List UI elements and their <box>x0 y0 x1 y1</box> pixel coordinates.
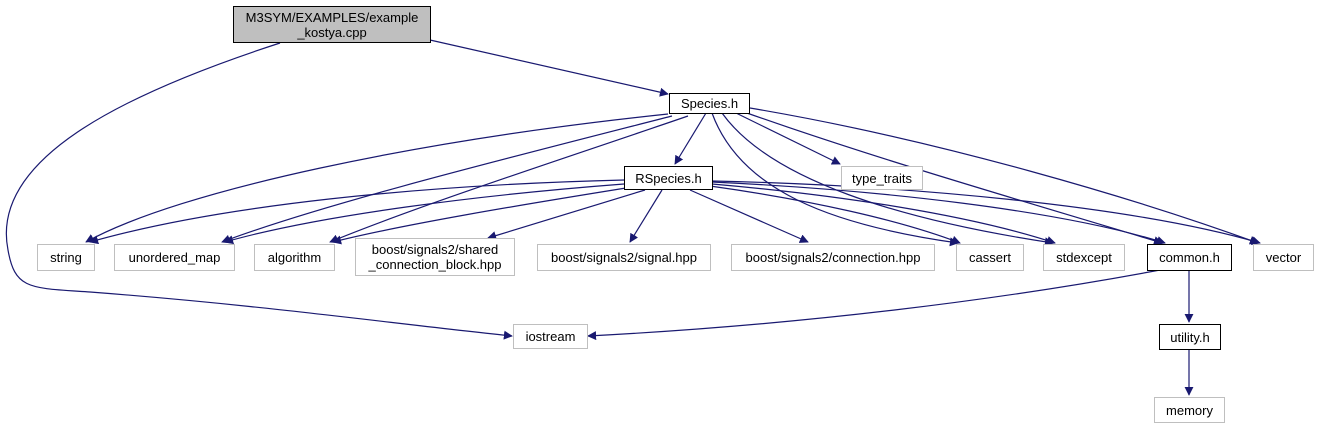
edge-rspecies-signal <box>629 189 663 243</box>
node-algorithm-label: algorithm <box>267 250 322 265</box>
node-utility-label: utility.h <box>1170 329 1210 345</box>
node-rspecies-h[interactable]: RSpecies.h <box>624 166 713 190</box>
edge-species-common <box>743 111 1163 245</box>
edge-rspecies-string <box>89 179 625 245</box>
node-root-line1: M3SYM/EXAMPLES/example <box>245 9 419 25</box>
edge-rspecies-algorithm <box>332 187 627 245</box>
edge-species-vector <box>749 107 1259 245</box>
node-species-label: Species.h <box>680 96 739 111</box>
edge-species-rspecies <box>674 112 707 165</box>
node-connection-hpp: boost/signals2/connection.hpp <box>731 244 935 271</box>
node-common-h[interactable]: common.h <box>1147 244 1232 271</box>
node-unordered-map: unordered_map <box>114 244 235 271</box>
edge-rspecies-cassert <box>709 185 961 245</box>
edge-species-unordered-map <box>221 115 673 244</box>
node-connection-label: boost/signals2/connection.hpp <box>745 250 921 265</box>
edge-species-stdexcept <box>721 112 1054 247</box>
edge-common-iostream <box>587 269 1161 341</box>
node-species-h[interactable]: Species.h <box>669 93 750 114</box>
node-utility-h[interactable]: utility.h <box>1159 324 1221 350</box>
edge-rspecies-vector <box>711 180 1261 246</box>
node-memory-label: memory <box>1166 402 1213 418</box>
node-algorithm: algorithm <box>254 244 335 271</box>
node-unordered-map-label: unordered_map <box>128 250 221 265</box>
node-iostream: iostream <box>513 324 588 349</box>
node-stdexcept: stdexcept <box>1043 244 1125 271</box>
edge-rspecies-stdexcept <box>711 183 1056 245</box>
node-shared-connection-block: boost/signals2/shared _connection_block.… <box>355 238 515 276</box>
node-shared-conn-line1: boost/signals2/shared <box>371 242 499 257</box>
node-vector-label: vector <box>1265 250 1302 265</box>
edge-root-species <box>429 39 669 97</box>
edge-species-string <box>85 113 669 243</box>
node-root-line2: _kostya.cpp <box>297 24 367 40</box>
edge-rspecies-shared-conn <box>487 189 646 240</box>
edge-species-algorithm <box>329 115 689 244</box>
node-shared-conn-line2: _connection_block.hpp <box>368 257 502 272</box>
node-common-label: common.h <box>1159 250 1220 265</box>
node-vector: vector <box>1253 244 1314 271</box>
node-stdexcept-label: stdexcept <box>1056 250 1112 265</box>
node-signal-label: boost/signals2/signal.hpp <box>551 250 697 265</box>
node-string: string <box>37 244 95 271</box>
edge-rspecies-unordered-map <box>224 183 625 245</box>
node-type-traits-label: type_traits <box>852 170 912 186</box>
edge-species-type-traits <box>735 112 841 165</box>
node-cassert: cassert <box>956 244 1024 271</box>
node-signal-hpp: boost/signals2/signal.hpp <box>537 244 711 271</box>
node-cassert-label: cassert <box>969 250 1011 265</box>
edge-rspecies-connection <box>689 189 809 243</box>
edge-rspecies-common <box>711 181 1166 245</box>
node-memory: memory <box>1154 397 1225 423</box>
node-type-traits: type_traits <box>841 166 923 190</box>
node-string-label: string <box>50 250 82 265</box>
node-rspecies-label: RSpecies.h <box>635 170 702 186</box>
node-iostream-label: iostream <box>525 329 576 344</box>
edge-root-iostream <box>5 42 513 340</box>
node-example-kostya-cpp[interactable]: M3SYM/EXAMPLES/example _kostya.cpp <box>233 6 431 43</box>
